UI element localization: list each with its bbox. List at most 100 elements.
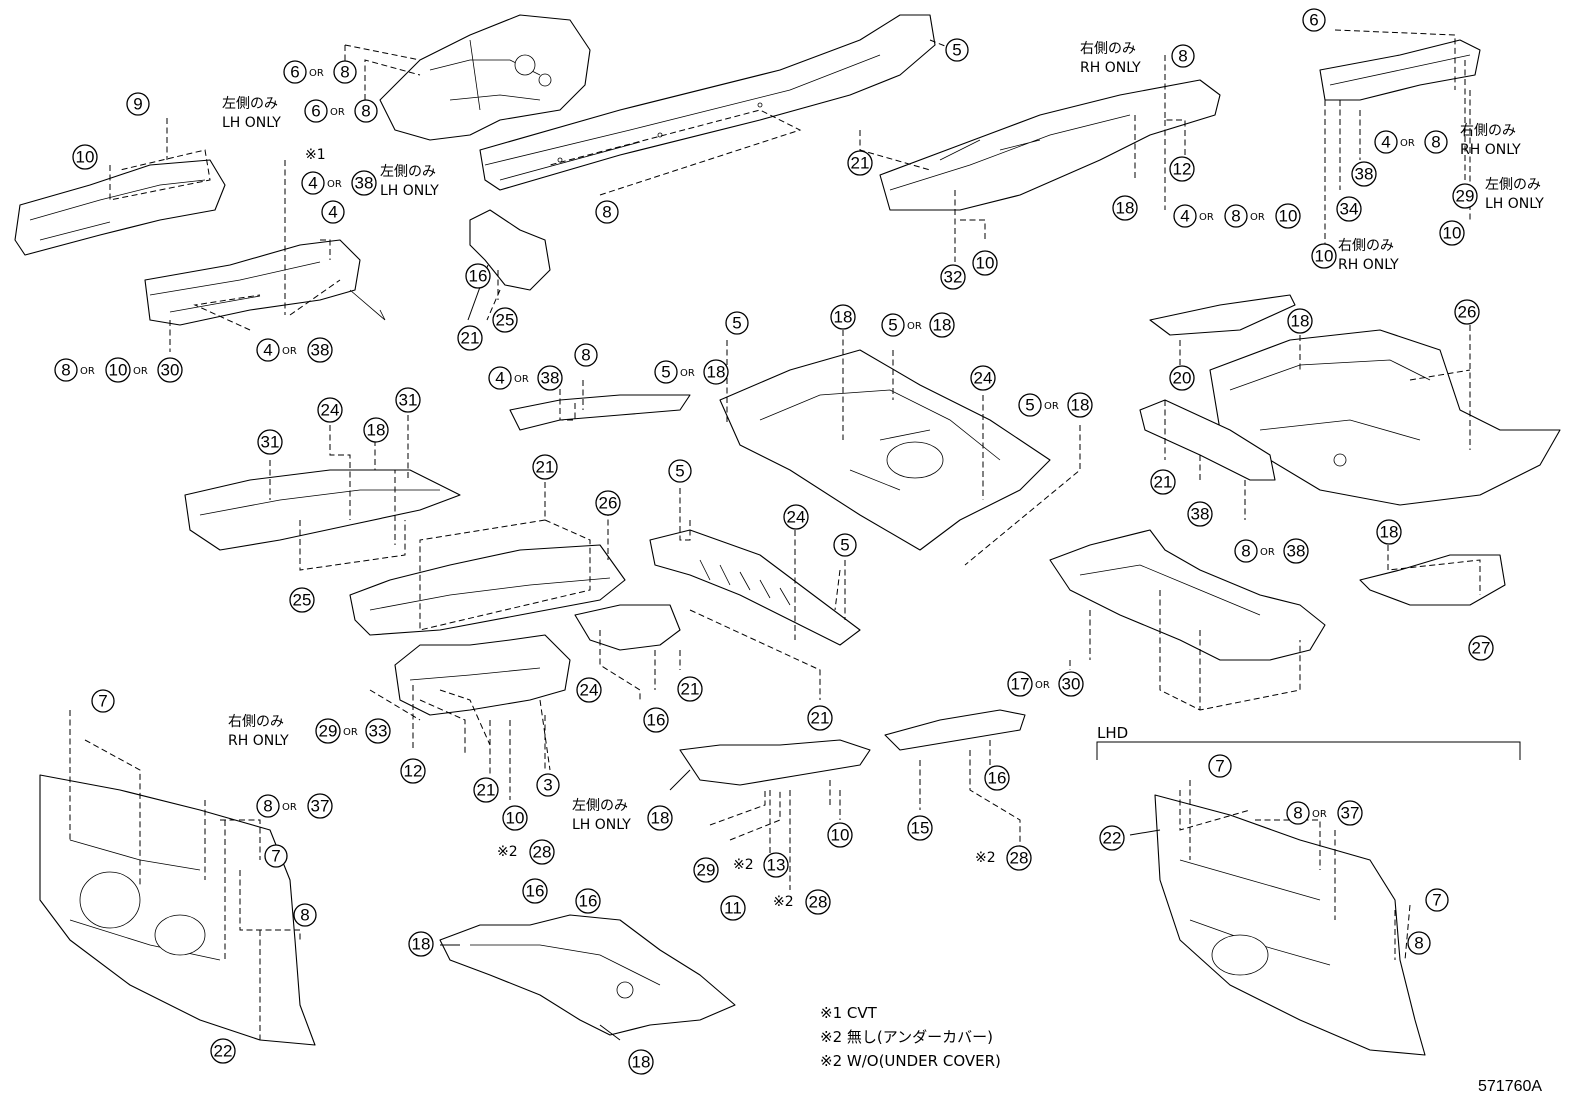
svg-text:8: 8 — [1414, 934, 1423, 953]
leader-lines — [69, 29, 1481, 1040]
part-floor-side-member-front — [394, 634, 571, 716]
callout-4-c: 4 — [256, 338, 280, 362]
svg-text:18: 18 — [1116, 199, 1135, 218]
svg-text:28: 28 — [809, 893, 828, 912]
rh-only-jp: 右側のみ — [1080, 41, 1136, 57]
svg-text:32: 32 — [944, 268, 963, 287]
illustration-code: 571760A — [1478, 1078, 1542, 1095]
svg-text:20: 20 — [1173, 369, 1192, 388]
lh-only-en-2: LH ONLY — [380, 183, 439, 199]
svg-text:8: 8 — [263, 797, 272, 816]
callout-37-a: 37 — [307, 793, 333, 819]
part-rear-bracket-27 — [1359, 554, 1506, 606]
callout-26-a: 26 — [1454, 299, 1480, 325]
svg-text:8: 8 — [300, 906, 309, 925]
or-text: OR — [1312, 809, 1327, 820]
callout-24-d: 24 — [576, 677, 602, 703]
callout-38-d: 38 — [537, 365, 563, 391]
callout-3: 3 — [536, 773, 560, 797]
svg-text:10: 10 — [109, 361, 128, 380]
callout-28-a: 28 — [529, 839, 555, 865]
svg-text:29: 29 — [697, 861, 716, 880]
callout-10-e: 10 — [1439, 220, 1465, 246]
svg-text:7: 7 — [271, 847, 280, 866]
callout-20: 20 — [1169, 365, 1195, 391]
part-outlines — [14, 14, 1561, 1056]
svg-text:21: 21 — [1154, 473, 1173, 492]
part-small-rail — [884, 709, 1026, 751]
callout-21-f: 21 — [807, 705, 833, 731]
svg-text:5: 5 — [732, 314, 741, 333]
callout-18-b: 18 — [830, 304, 856, 330]
callout-8-h: 8 — [574, 343, 598, 367]
callout-18-d: 18 — [1287, 308, 1313, 334]
callout-5-c: 5 — [881, 313, 905, 337]
svg-text:16: 16 — [647, 711, 666, 730]
svg-text:8: 8 — [1293, 804, 1302, 823]
svg-text:33: 33 — [369, 722, 388, 741]
callout-37-b: 37 — [1337, 800, 1363, 826]
svg-text:37: 37 — [311, 797, 330, 816]
callout-4-d: 4 — [1173, 204, 1197, 228]
svg-text:26: 26 — [1458, 303, 1477, 322]
callout-8-i: 8 — [1234, 539, 1258, 563]
callout-7-c: 7 — [264, 844, 288, 868]
or-text: OR — [1035, 680, 1050, 691]
svg-text:30: 30 — [161, 361, 180, 380]
svg-text:4: 4 — [1381, 133, 1390, 152]
callout-30-b: 30 — [1058, 671, 1084, 697]
callout-4-a: 4 — [301, 171, 325, 195]
callout-8-d: 8 — [595, 200, 619, 224]
callout-10-a: 10 — [72, 144, 98, 170]
svg-text:16: 16 — [579, 892, 598, 911]
svg-text:16: 16 — [526, 882, 545, 901]
svg-text:15: 15 — [911, 819, 930, 838]
callout-16-b: 16 — [643, 707, 669, 733]
svg-text:7: 7 — [1432, 891, 1441, 910]
callout-8-g: 8 — [1424, 130, 1448, 154]
callout-22-b: 22 — [210, 1038, 236, 1064]
lh-only-jp-3: 左側のみ — [1485, 177, 1541, 193]
svg-text:24: 24 — [321, 401, 340, 420]
callout-31-b: 31 — [257, 429, 283, 455]
svg-text:8: 8 — [340, 63, 349, 82]
svg-text:8: 8 — [1178, 47, 1187, 66]
callout-22-a: 22 — [1099, 825, 1125, 851]
callout-38-c: 38 — [1351, 161, 1377, 187]
part-bracket-16b — [574, 604, 681, 651]
svg-text:24: 24 — [787, 508, 806, 527]
svg-text:18: 18 — [1291, 312, 1310, 331]
callout-21-g: 21 — [473, 777, 499, 803]
part-rocker-inner-lh — [14, 159, 226, 256]
or-text: OR — [330, 107, 345, 118]
callout-6-c: 6 — [1302, 8, 1326, 32]
or-text: OR — [327, 179, 342, 190]
callout-18-e: 18 — [703, 359, 729, 385]
or-text: OR — [133, 366, 148, 377]
svg-text:5: 5 — [661, 363, 670, 382]
svg-text:11: 11 — [724, 899, 742, 918]
callout-21-c: 21 — [532, 454, 558, 480]
callout-numbers: 6 OR 8 左側のみ LH ONLY 6 OR 8 9 10 ※1 4 OR … — [54, 8, 1544, 1075]
part-floor-reinforcement — [509, 394, 691, 431]
or-text: OR — [1250, 212, 1265, 223]
callout-27: 27 — [1468, 635, 1494, 661]
callout-16-d: 16 — [522, 878, 548, 904]
svg-text:21: 21 — [536, 458, 555, 477]
svg-text:34: 34 — [1340, 200, 1359, 219]
callout-10-f: 10 — [1311, 243, 1337, 269]
footnote-legend: ※1 CVT ※2 無し(アンダーカバー) ※2 W/O(UNDER COVER… — [820, 1004, 1001, 1070]
svg-text:18: 18 — [632, 1053, 651, 1072]
part-lower-rocker — [679, 739, 871, 786]
svg-text:5: 5 — [888, 316, 897, 335]
svg-text:12: 12 — [1173, 160, 1192, 179]
callout-5-a: 5 — [945, 38, 969, 62]
mark2-note-b: ※2 — [975, 850, 996, 866]
callout-30-a: 30 — [157, 357, 183, 383]
callout-8-l: 8 — [293, 903, 317, 927]
svg-text:12: 12 — [404, 762, 423, 781]
svg-text:5: 5 — [1025, 396, 1034, 415]
svg-text:18: 18 — [1071, 396, 1090, 415]
callout-38-e: 38 — [1187, 501, 1213, 527]
svg-text:6: 6 — [311, 102, 320, 121]
